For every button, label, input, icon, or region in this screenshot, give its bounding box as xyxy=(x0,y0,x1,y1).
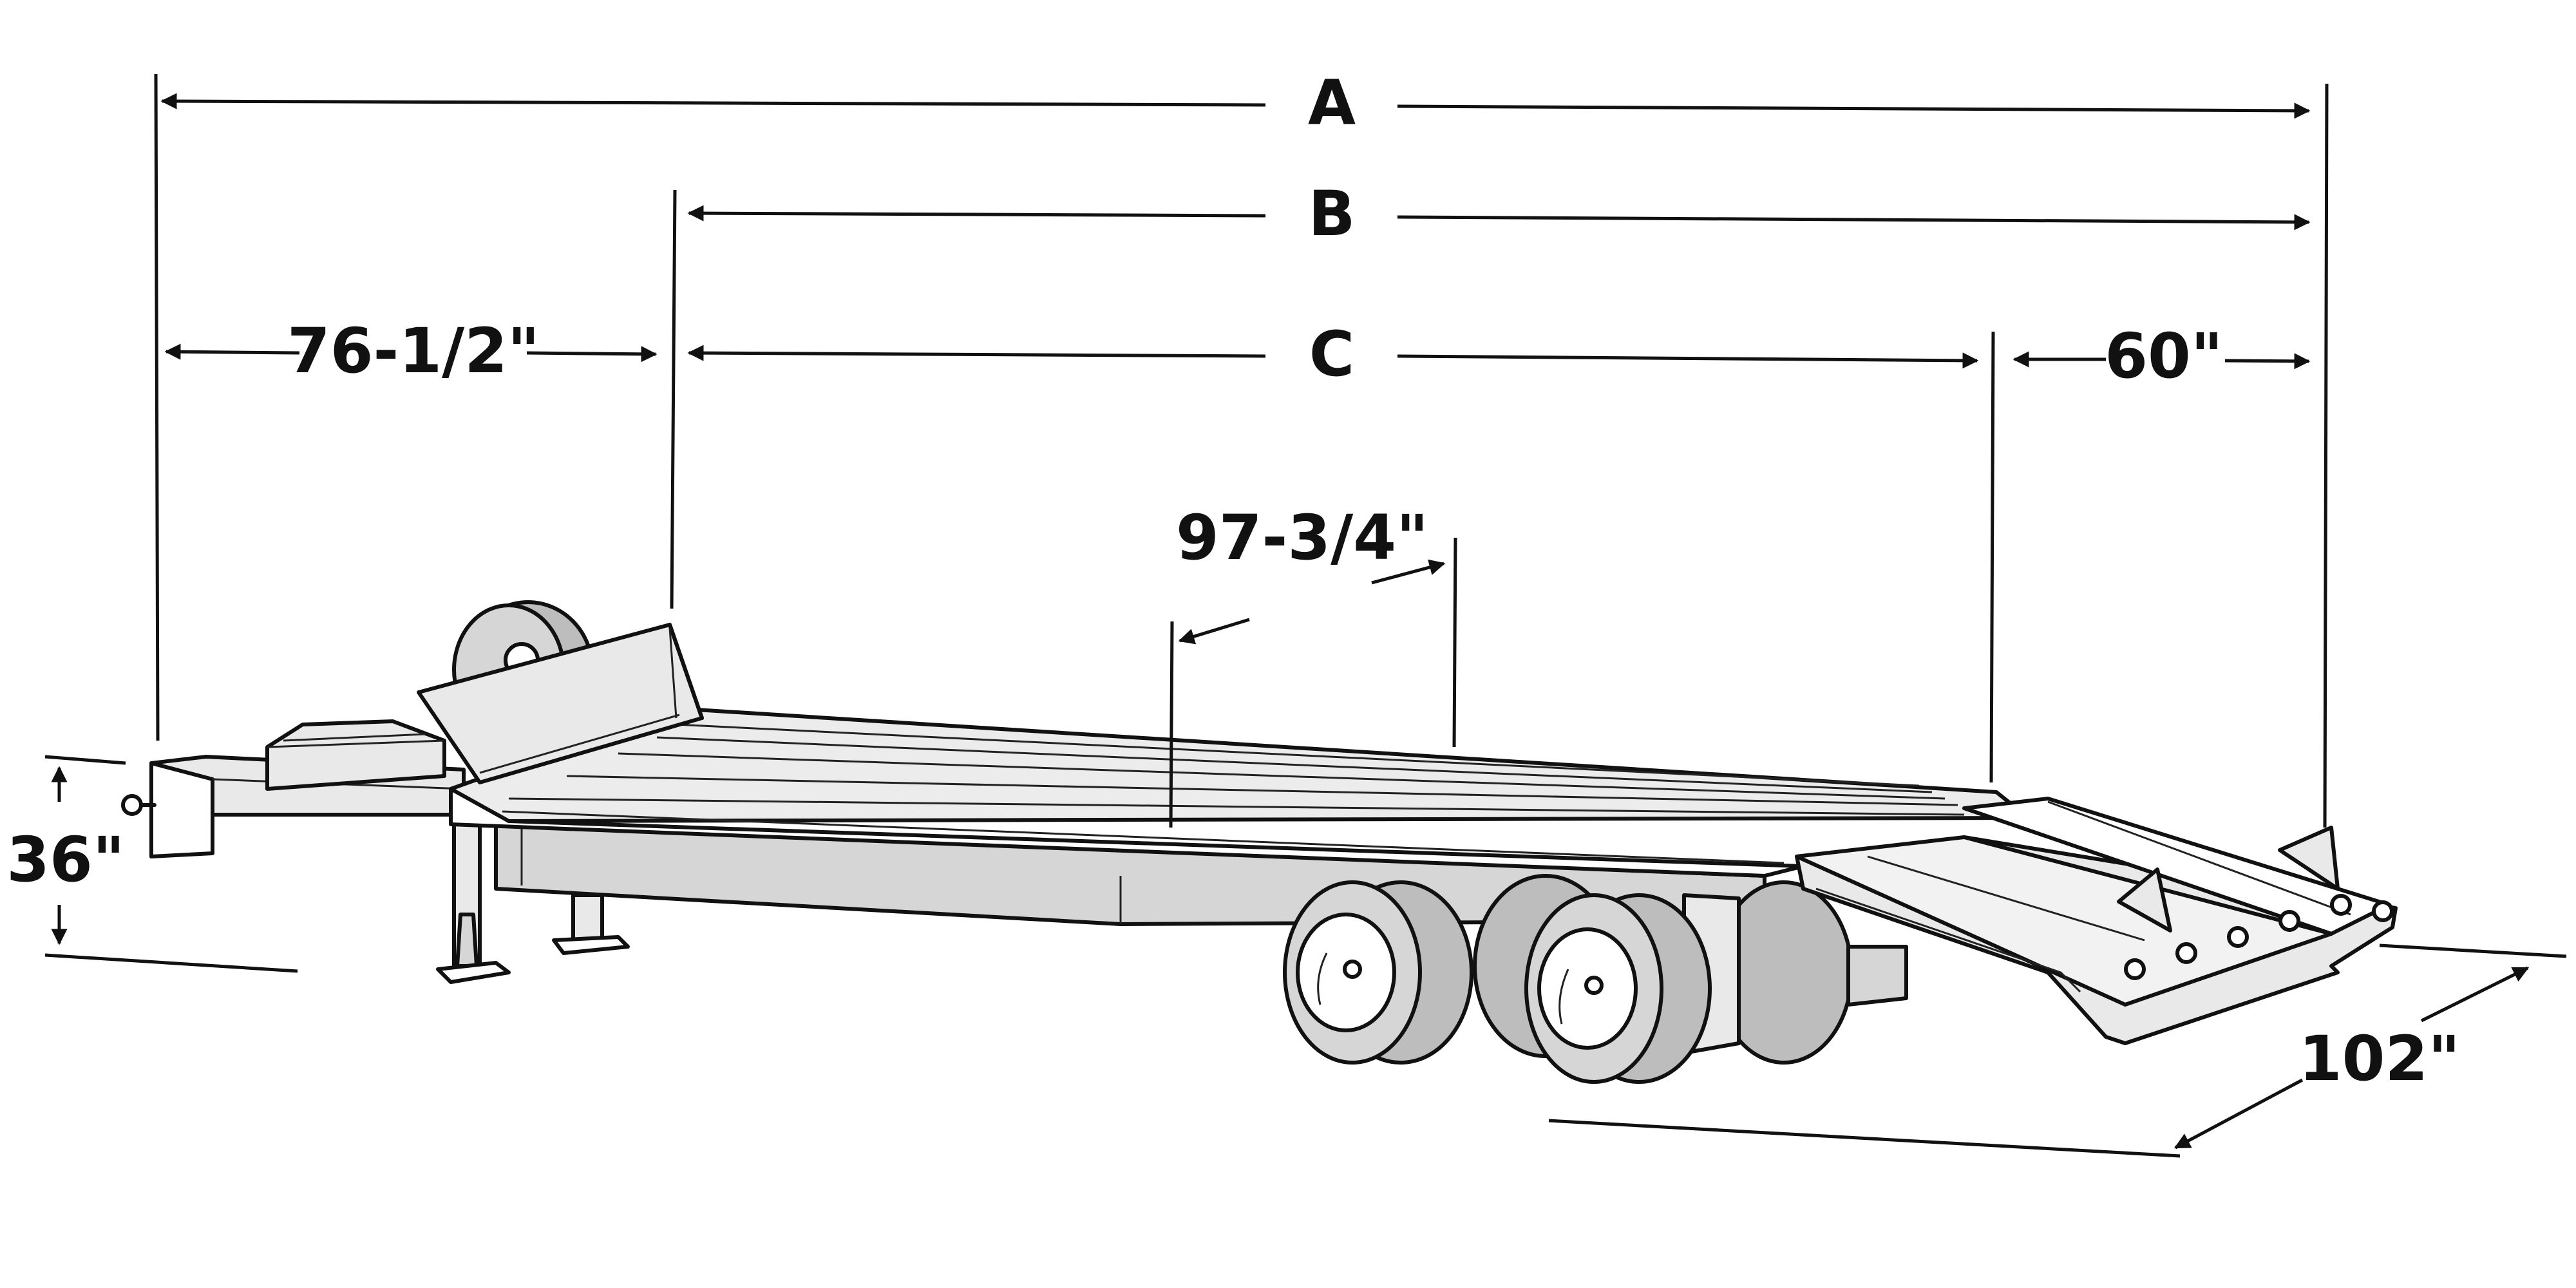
dim-gooseneck-left xyxy=(164,343,300,360)
dimension-lines xyxy=(44,73,2567,1158)
headboard xyxy=(417,623,704,784)
dim-gooseneck-right xyxy=(526,346,658,363)
dim-b-right xyxy=(1397,214,2311,231)
label-b: B xyxy=(1308,178,1355,250)
dim-width-left xyxy=(1178,618,1250,645)
front-wheel-pair xyxy=(1283,880,1473,1065)
rear-wheel-pair xyxy=(1524,893,1712,1084)
trailer-illustration xyxy=(121,600,2398,1084)
label-ramp-length: 60" xyxy=(2105,320,2223,392)
toolbox xyxy=(265,719,446,791)
dim-overall-width-up xyxy=(2420,966,2530,1023)
ext-line-overall-width-a xyxy=(2379,943,2567,958)
dim-c-right xyxy=(1397,352,1979,369)
ext-line-deck-end xyxy=(1989,331,1995,783)
ext-line-overall-width-b xyxy=(1548,1119,2181,1158)
label-deck-height: 36" xyxy=(6,824,125,896)
ext-line-height-bottom xyxy=(44,953,298,973)
ext-line-height-top xyxy=(44,755,126,765)
label-c: C xyxy=(1309,318,1354,390)
dim-c-left xyxy=(687,345,1266,361)
ext-line-width-b xyxy=(1452,537,1457,748)
dim-a-left xyxy=(160,93,1266,109)
label-deck-width: 97-3/4" xyxy=(1176,502,1428,574)
label-overall-width: 102" xyxy=(2299,1023,2460,1095)
dim-b-left xyxy=(687,205,1266,222)
ext-line-width-a xyxy=(1169,621,1174,828)
dim-width-right xyxy=(1371,559,1446,585)
label-a: A xyxy=(1308,67,1356,139)
beavertail-ramps xyxy=(1795,797,2398,1045)
dimension-labels: A B C 76-1/2" 60" 97-3/4" 36" 102" xyxy=(6,67,2460,1095)
label-gooseneck-length: 76-1/2" xyxy=(287,315,540,387)
dim-overall-width-down xyxy=(2174,1078,2304,1150)
jack-stand-front xyxy=(436,822,511,984)
ext-line-front xyxy=(154,73,160,741)
ext-line-rear xyxy=(2323,83,2329,828)
dim-a-right xyxy=(1397,102,2311,119)
jack-stand-rear xyxy=(552,893,630,955)
ext-line-headboard xyxy=(670,189,677,609)
